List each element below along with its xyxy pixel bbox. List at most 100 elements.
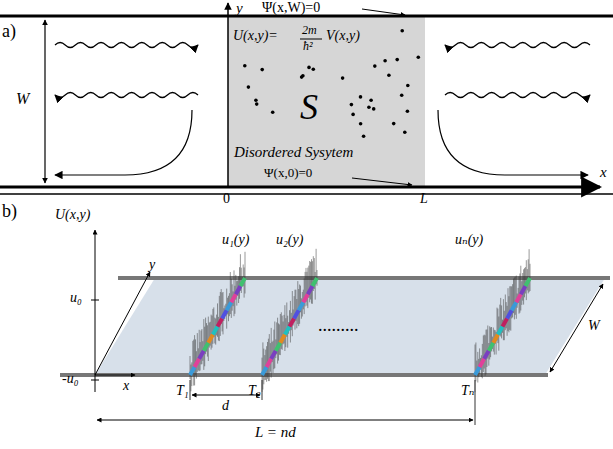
scatterer-dot [351, 113, 355, 117]
formula: V(x,y) [326, 28, 360, 43]
noise-spike [262, 342, 263, 389]
barrier-strip [204, 343, 209, 351]
axis-tick-label: L [420, 191, 428, 206]
noise-spike [201, 329, 202, 364]
noise-spike [280, 314, 281, 355]
wave-arrow [55, 43, 198, 48]
noise-spike [503, 299, 504, 340]
scatterer-dot [271, 111, 275, 115]
scatterer-dot [369, 99, 373, 103]
width-arrow [44, 20, 45, 183]
barrier-strip [498, 327, 503, 335]
length-arrow [97, 420, 473, 421]
noise-spike [501, 305, 502, 338]
panel-letter: a) [2, 22, 16, 42]
barrier-tag: T₁ [176, 383, 189, 398]
barrier-strip [240, 278, 245, 286]
scatterer-dot [362, 135, 366, 139]
scatterer-dot [243, 64, 247, 68]
noise-spike [509, 286, 510, 330]
reflected-arrow [55, 110, 192, 175]
scatterer-dot [373, 64, 377, 68]
wave-arrow [445, 43, 590, 48]
scatterer-dot [406, 109, 410, 113]
scatterer-dot [307, 66, 311, 70]
dimension-label: d [222, 398, 229, 413]
noise-spike [195, 339, 196, 375]
barrier-strip [308, 286, 313, 294]
axis-label: x [600, 164, 607, 181]
scatterer-dot [367, 105, 371, 109]
noise-spike [297, 281, 298, 324]
barrier-strip [484, 351, 489, 359]
axis-label: U(x,y) [55, 207, 90, 222]
leader-arrow [352, 178, 412, 185]
noise-spike [309, 261, 310, 302]
barrier-strip [218, 318, 223, 326]
scatterer-dot [395, 58, 399, 62]
noise-spike [267, 342, 268, 379]
panel-b-drawing [0, 194, 613, 425]
tick [91, 300, 99, 301]
leader-arrow [362, 9, 405, 15]
dimension-label: L = nd [255, 424, 296, 441]
system-symbol: S [300, 88, 318, 128]
scatterer-dot [359, 122, 363, 126]
noise-spike [490, 327, 491, 357]
x-axis [95, 375, 135, 376]
barrier-strip [276, 343, 281, 351]
panel-separator [0, 193, 613, 195]
axis-label: x [123, 378, 129, 393]
barrier-label: u₂(y) [276, 232, 303, 247]
barrier-strip [213, 327, 218, 335]
y-axis [95, 272, 150, 375]
noise-spike [516, 276, 517, 319]
formula-numerator: 2m [302, 24, 317, 37]
barrier-strip [271, 351, 276, 359]
scatterer-dot [247, 85, 251, 89]
panel-a-drawing [0, 3, 613, 187]
noise-spike [282, 316, 283, 350]
barrier-strip [294, 310, 299, 318]
scatterer-dot [254, 99, 258, 103]
wave-arrow [55, 93, 198, 98]
barrier-strip [525, 278, 530, 286]
axis-label: y [236, 0, 243, 17]
formula: U(x,y)= [233, 28, 278, 43]
noise-spike [279, 324, 280, 354]
noise-spike [277, 318, 278, 364]
barrier-strip [262, 367, 267, 375]
barrier-tag: T₂ [248, 383, 261, 398]
scatterer-dot [400, 94, 404, 98]
barrier-strip [507, 310, 512, 318]
scatterer-dot [312, 67, 316, 71]
boundary-condition: Ψ(x,W)=0 [262, 0, 320, 15]
tick-label: -u₀ [62, 371, 79, 386]
noise-spike [486, 330, 487, 368]
u-axis [95, 230, 96, 392]
barrier-strip [521, 286, 526, 294]
noise-spike [222, 293, 223, 332]
noise-spike [217, 303, 218, 336]
lower-wall-x-axis [0, 186, 600, 189]
noise-spike [219, 296, 220, 341]
formula-denominator: ħ² [303, 40, 313, 53]
tick [190, 380, 191, 400]
barrier-strip [475, 367, 480, 375]
disordered-region [228, 16, 425, 187]
noise-spike [203, 319, 204, 370]
noise-spike [199, 330, 200, 371]
y-axis [227, 3, 229, 187]
scatterer-dot [400, 29, 404, 33]
noise-spike [284, 305, 285, 351]
noise-spike [528, 259, 529, 293]
barrier-strip [299, 302, 304, 310]
noise-spike [295, 290, 296, 330]
scatterer-dot [392, 122, 396, 126]
barrier-strip [231, 294, 236, 302]
scatterer-dot [372, 107, 376, 111]
noise-spike [475, 345, 476, 393]
barrier-label: uₙ(y) [455, 232, 483, 247]
barrier-strip [280, 335, 285, 343]
noise-spike [489, 326, 490, 359]
